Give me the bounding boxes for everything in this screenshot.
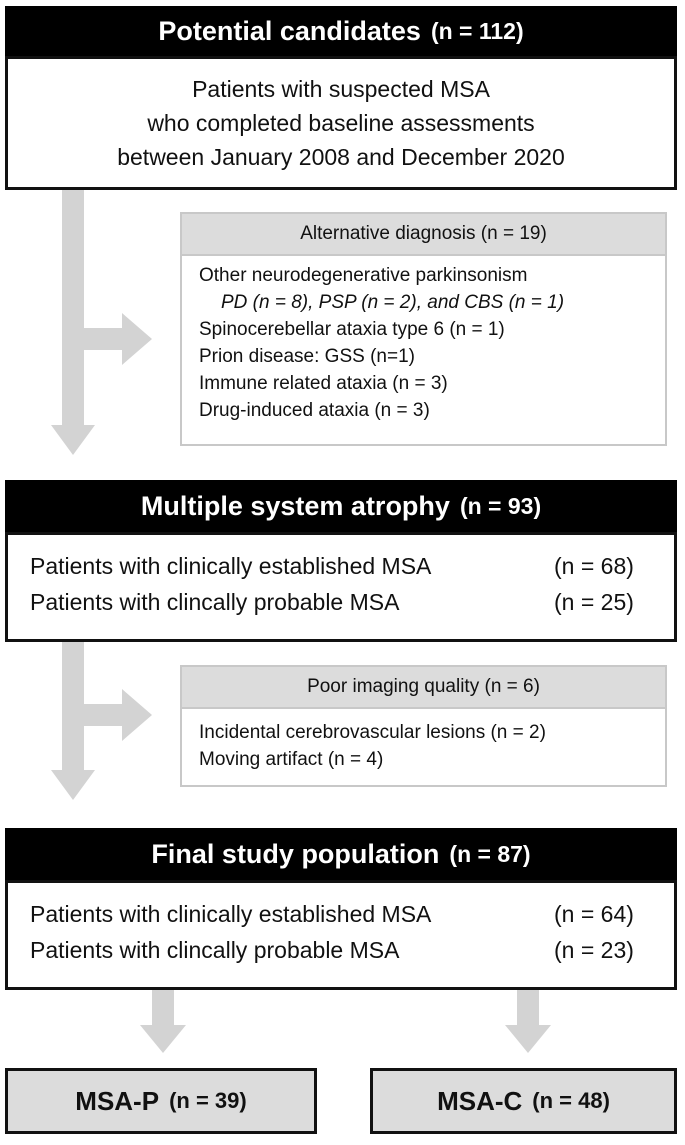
msa-c-count: (n = 48) [532,1088,610,1113]
arrow-down-3 [140,990,186,1053]
potential-candidates-title: Potential candidates [158,15,421,46]
final-row: Patients with clinically established MSA… [8,901,674,937]
poor-imaging-header: Poor imaging quality (n = 6) [182,667,665,709]
alternative-item: Prion disease: GSS (n=1) [199,346,415,367]
final-row-count: (n = 64) [554,901,634,927]
msa-row-count: (n = 68) [554,553,634,579]
msa-row-label: Patients with clinically established MSA [30,553,432,579]
final-population-title: Final study population [151,838,440,869]
arrow-right-2 [84,689,152,741]
alternative-item-detail: PD (n = 8), PSP (n = 2), and CBS (n = 1) [221,292,565,313]
potential-candidates-header: Potential candidates (n = 112) [5,6,677,56]
msa-box: Patients with clinically established MSA… [5,532,677,642]
final-row: Patients with clincally probable MSA (n … [8,937,674,973]
msa-row: Patients with clinically established MSA… [8,553,674,589]
poor-imaging-box: Poor imaging quality (n = 6) Incidental … [180,665,667,787]
potential-line: Patients with suspected MSA [192,76,490,102]
final-population-count: (n = 87) [449,840,531,867]
msa-p-count: (n = 39) [169,1088,247,1113]
final-row-count: (n = 23) [554,937,634,963]
alternative-item: Drug-induced ataxia (n = 3) [199,400,430,421]
potential-candidates-box: Patients with suspected MSA who complete… [5,56,677,190]
poor-imaging-item: Incidental cerebrovascular lesions (n = … [199,722,546,743]
arrow-down-2 [51,642,95,800]
arrow-right-1 [84,313,152,365]
alternative-item: Other neurodegenerative parkinsonism [199,265,528,286]
final-population-header: Final study population (n = 87) [5,828,677,880]
msa-row: Patients with clincally probable MSA (n … [8,589,674,625]
msa-row-label: Patients with clincally probable MSA [30,589,400,615]
arrow-down-4 [505,990,551,1053]
msa-c-box: MSA-C (n = 48) [370,1068,677,1134]
poor-imaging-item: Moving artifact (n = 4) [199,749,384,770]
msa-count: (n = 93) [459,492,542,519]
potential-candidates-count: (n = 112) [430,17,524,44]
arrow-down-1 [51,190,95,455]
msa-p-box: MSA-P (n = 39) [5,1068,317,1134]
msa-c-label: MSA-C [437,1085,523,1116]
final-population-box: Patients with clinically established MSA… [5,880,677,990]
potential-line: between January 2008 and December 2020 [117,144,565,170]
alternative-item: Spinocerebellar ataxia type 6 (n = 1) [199,319,505,340]
final-row-label: Patients with clinically established MSA [30,901,432,927]
alternative-diagnosis-header: Alternative diagnosis (n = 19) [182,214,665,256]
msa-row-count: (n = 25) [554,589,634,615]
final-row-label: Patients with clincally probable MSA [30,937,400,963]
alternative-diagnosis-box: Alternative diagnosis (n = 19) Other neu… [180,212,667,446]
potential-line: who completed baseline assessments [147,110,535,136]
alternative-item: Immune related ataxia (n = 3) [199,373,448,394]
msa-p-label: MSA-P [75,1085,160,1116]
msa-title: Multiple system atrophy [140,490,450,521]
msa-header: Multiple system atrophy (n = 93) [5,480,677,532]
